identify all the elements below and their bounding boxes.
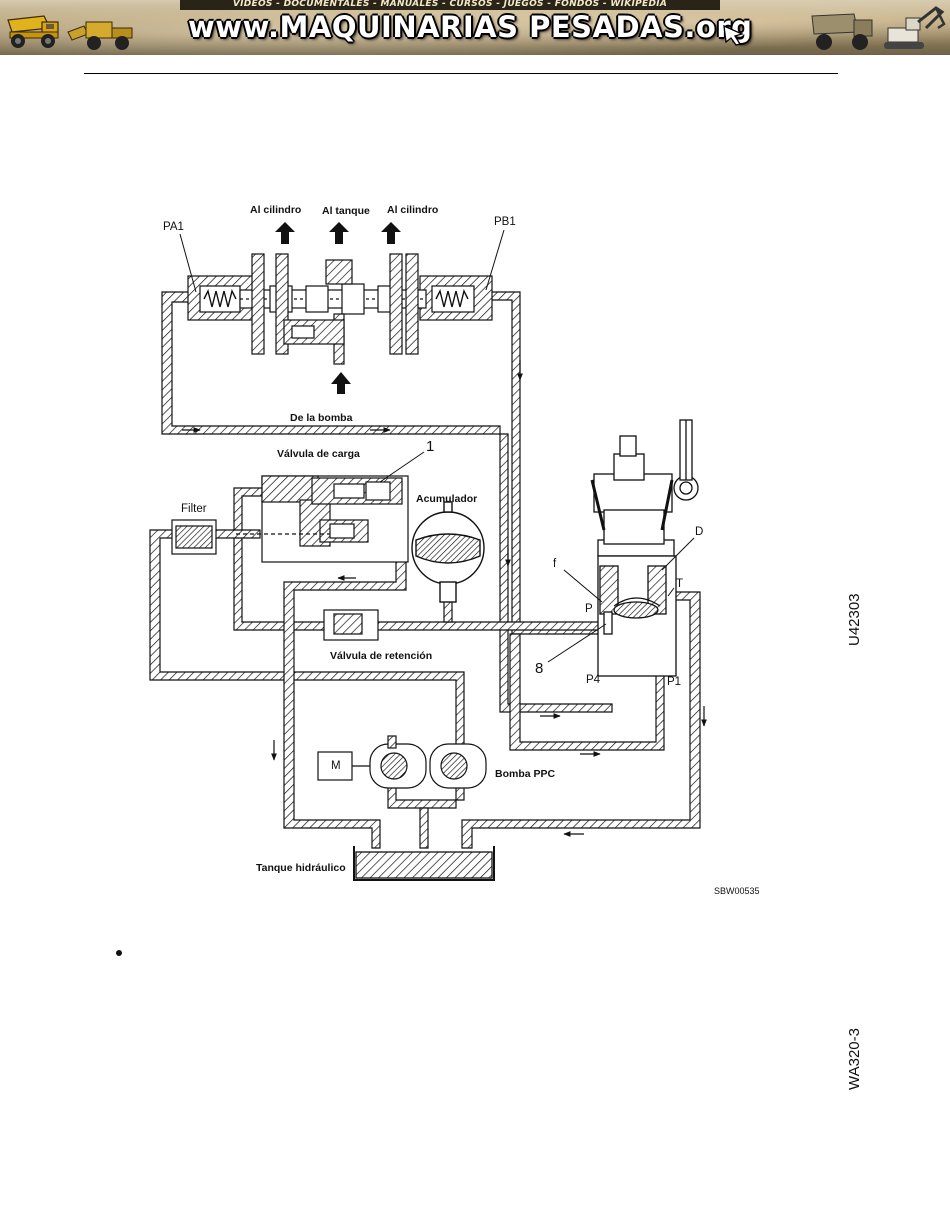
label-pa1: PA1 xyxy=(163,221,184,233)
label-al-cilindro-left: Al cilindro xyxy=(250,204,301,216)
label-callout-8: 8 xyxy=(535,660,543,677)
label-d: D xyxy=(695,526,703,538)
charge-valve xyxy=(236,476,408,562)
label-callout-1: 1 xyxy=(426,438,434,455)
label-filter: Filter xyxy=(181,503,207,515)
hydraulic-tank xyxy=(354,846,494,880)
label-valvula-de-retencion: Válvula de retención xyxy=(330,650,432,662)
label-p1: P1 xyxy=(667,676,681,688)
model-label: WA320-3 xyxy=(846,1028,863,1090)
figure-id: U42303 xyxy=(846,593,863,646)
figure-code: SBW00535 xyxy=(714,886,760,896)
main-control-valve xyxy=(188,254,492,364)
label-bomba-ppc: Bomba PPC xyxy=(495,768,555,780)
label-de-la-bomba: De la bomba xyxy=(290,412,352,424)
label-p4: P4 xyxy=(586,674,600,686)
label-motor-m: M xyxy=(331,760,341,772)
check-valve xyxy=(324,610,378,640)
label-acumulador: Acumulador xyxy=(416,493,477,505)
label-valvula-de-carga: Válvula de carga xyxy=(277,448,360,460)
ppc-valve xyxy=(592,420,698,676)
label-al-tanque: Al tanque xyxy=(322,205,370,217)
ppc-pump xyxy=(318,736,486,788)
accumulator xyxy=(412,502,484,602)
label-al-cilindro-right: Al cilindro xyxy=(387,204,438,216)
label-tanque-hidraulico: Tanque hidráulico xyxy=(256,862,346,874)
filter xyxy=(172,520,216,554)
label-t: T xyxy=(676,578,683,590)
list-bullet xyxy=(116,950,122,956)
label-f: f xyxy=(553,558,556,570)
label-pb1: PB1 xyxy=(494,216,516,228)
label-p: P xyxy=(585,603,593,615)
